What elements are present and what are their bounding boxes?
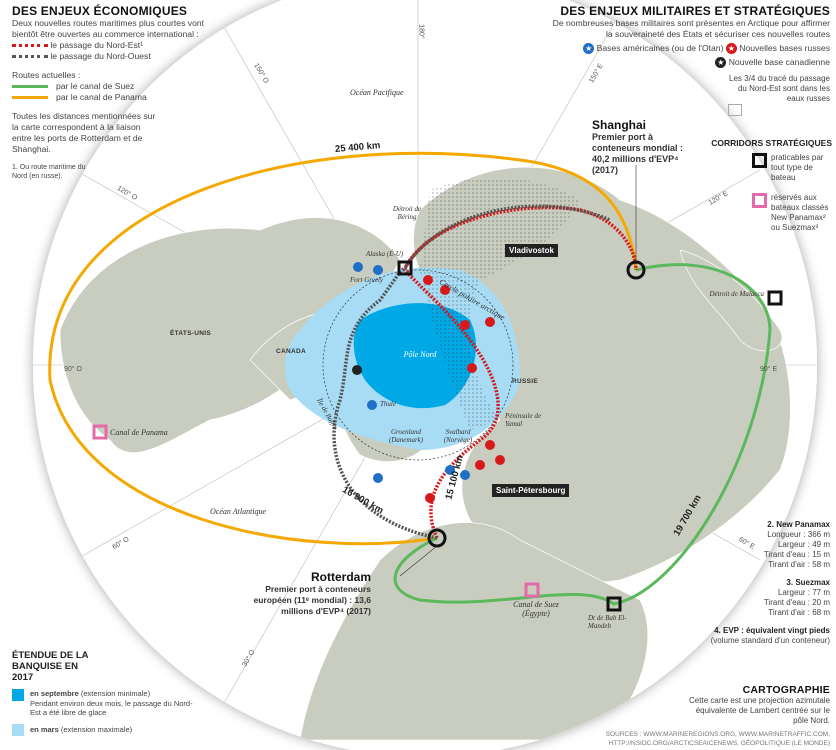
arctic-circle bbox=[322, 269, 514, 461]
military-legend: DES ENJEUX MILITAIRES ET STRATÉGIQUES De… bbox=[530, 4, 830, 104]
legend-ca: Nouvelle base canadienne bbox=[728, 57, 830, 68]
ice-sept-text: Pendant environ deux mois, le passage du… bbox=[30, 698, 193, 718]
np-line: Largeur : 49 m bbox=[777, 540, 830, 549]
ice-mars: en mars bbox=[30, 724, 59, 734]
label-bering: Détroit de Béring bbox=[392, 205, 422, 221]
label-thule: Thulé bbox=[380, 400, 396, 408]
corr-all: praticables par tout type de bateau bbox=[771, 153, 824, 182]
legend-ru: Nouvelles bases russes bbox=[739, 43, 830, 53]
ice-mars-swatch bbox=[12, 723, 24, 736]
suez-marker bbox=[524, 582, 540, 598]
dots-swatch bbox=[728, 104, 742, 116]
star-ca-icon: ★ bbox=[715, 57, 727, 69]
shanghai-text: Premier port à conteneurs mondial : 40,2… bbox=[592, 132, 684, 175]
evp-text: (volume standard d'un conteneur) bbox=[710, 636, 830, 645]
label-alaska: Alaska (É-U) bbox=[366, 250, 404, 258]
land-masses bbox=[59, 166, 791, 741]
cartography: CARTOGRAPHIE Cette carte est une project… bbox=[570, 684, 830, 748]
evp-title: 4. EVP : équivalent vingt pieds bbox=[714, 626, 830, 635]
label-fort-greely: Fort Greely bbox=[350, 276, 383, 284]
degree-label: 180° bbox=[417, 24, 425, 39]
sm-line: Largeur : 77 m bbox=[777, 588, 830, 597]
legend-nw: le passage du Nord-Ouest bbox=[50, 51, 151, 61]
sources: SOURCES : WWW.MARINEREGIONS.ORG, WWW.MAR… bbox=[605, 731, 830, 747]
ice-sept: en septembre bbox=[30, 689, 79, 698]
degree-label: 90° O bbox=[64, 366, 82, 373]
corr-reserved: réservés aux bateaux classés New Panamax… bbox=[771, 193, 829, 232]
economic-legend: DES ENJEUX ÉCONOMIQUES Deux nouvelles ro… bbox=[12, 4, 232, 181]
sm-line: Tirant d'eau : 20 m bbox=[763, 598, 830, 607]
label-greenland: Groenland (Danemark) bbox=[388, 428, 424, 444]
carto-text: Cette carte est une projection azimutale… bbox=[689, 696, 830, 725]
bering-marker bbox=[397, 260, 413, 276]
legend-suez: par le canal de Suez bbox=[56, 81, 135, 91]
label-russia: RUSSIE bbox=[512, 378, 539, 385]
bases bbox=[352, 262, 505, 503]
rotterdam-callout: Rotterdam Premier port à conteneurs euro… bbox=[245, 570, 371, 617]
star-ru-icon: ★ bbox=[725, 43, 737, 55]
ice-sept-note: (extension minimale) bbox=[80, 689, 151, 698]
label-suez: Canal de Suez (Égypte) bbox=[513, 600, 559, 618]
econ-intro: Deux nouvelles routes maritimes plus cou… bbox=[12, 18, 205, 39]
panama-marker bbox=[92, 424, 108, 440]
black-square-icon bbox=[752, 153, 767, 168]
corr-title: CORRIDORS STRATÉGIQUES bbox=[711, 138, 832, 148]
label-svalbard: Svalbard (Norvège) bbox=[443, 428, 473, 444]
label-malacca: Détroit de Malacca bbox=[709, 290, 764, 298]
note-1: 1. Ou route maritime du Nord (en russe). bbox=[12, 164, 86, 180]
mil-intro: De nombreuses bases militaires sont prés… bbox=[552, 18, 830, 39]
np-title: 2. New Panamax bbox=[767, 520, 830, 529]
label-bab: Dt de Bab El-Mandeb bbox=[588, 614, 627, 630]
legend-panama: par le canal de Panama bbox=[56, 92, 147, 102]
russian-waters bbox=[420, 177, 580, 430]
mil-title: DES ENJEUX MILITAIRES ET STRATÉGIQUES bbox=[560, 4, 830, 18]
rotterdam-text: Premier port à conteneurs européen (11ᵉ … bbox=[253, 584, 371, 616]
label-canada: CANADA bbox=[276, 348, 306, 355]
label-vladivostok: Vladivostok bbox=[505, 244, 558, 257]
np-line: Longueur : 366 m bbox=[767, 530, 830, 539]
route-suez bbox=[393, 263, 772, 606]
bab-marker bbox=[606, 596, 622, 612]
legend-current: Routes actuelles : bbox=[12, 70, 81, 80]
label-atlantic: Océan Atlantique bbox=[210, 507, 267, 516]
ice-title: ÉTENDUE DE LA BANQUISE EN 2017 bbox=[12, 650, 89, 683]
corridors-legend: CORRIDORS STRATÉGIQUES praticables par t… bbox=[708, 138, 832, 233]
np-line: Tirant d'eau : 15 m bbox=[763, 550, 830, 559]
legend-ne: le passage du Nord-Est¹ bbox=[50, 40, 144, 50]
legend-waters: Les 3/4 du tracé du passage du Nord-Est … bbox=[729, 74, 830, 104]
label-pacific: Océan Pacifique bbox=[350, 88, 404, 97]
pink-square-icon bbox=[752, 193, 767, 208]
ice-sept-swatch bbox=[12, 689, 24, 701]
label-yamal: Péninsule de Yamal bbox=[505, 412, 541, 428]
route-panama bbox=[48, 151, 638, 546]
malacca-marker bbox=[767, 290, 783, 306]
ice-mars-note: (extension maximale) bbox=[60, 724, 133, 734]
degree-label: 90° E bbox=[760, 366, 778, 373]
star-us-icon: ★ bbox=[583, 43, 595, 55]
legend-us: Bases américaines (ou de l'Otan) bbox=[596, 43, 724, 53]
shanghai-title: Shanghai bbox=[592, 118, 647, 132]
label-usa: ÉTATS-UNIS bbox=[170, 330, 212, 337]
label-panama: Canal de Panama bbox=[110, 428, 168, 437]
shanghai-callout: Shanghai Premier port à conteneurs mondi… bbox=[592, 118, 687, 176]
carto-title: CARTOGRAPHIE bbox=[742, 684, 830, 696]
np-line: Tirant d'air : 58 m bbox=[768, 560, 830, 569]
rotterdam-title: Rotterdam bbox=[310, 570, 371, 584]
sm-title: 3. Suezmax bbox=[786, 578, 830, 587]
legend-distances: Toutes les distances mentionnées sur la … bbox=[12, 111, 156, 154]
label-saint-petersbourg: Saint-Pétersbourg bbox=[492, 484, 570, 497]
ice-legend: ÉTENDUE DE LA BANQUISE EN 2017 en septem… bbox=[12, 650, 202, 736]
label-pole: Pôle Nord bbox=[403, 350, 437, 359]
route-north-east bbox=[403, 205, 638, 539]
sm-line: Tirant d'air : 68 m bbox=[768, 608, 830, 617]
econ-title: DES ENJEUX ÉCONOMIQUES bbox=[12, 4, 188, 18]
